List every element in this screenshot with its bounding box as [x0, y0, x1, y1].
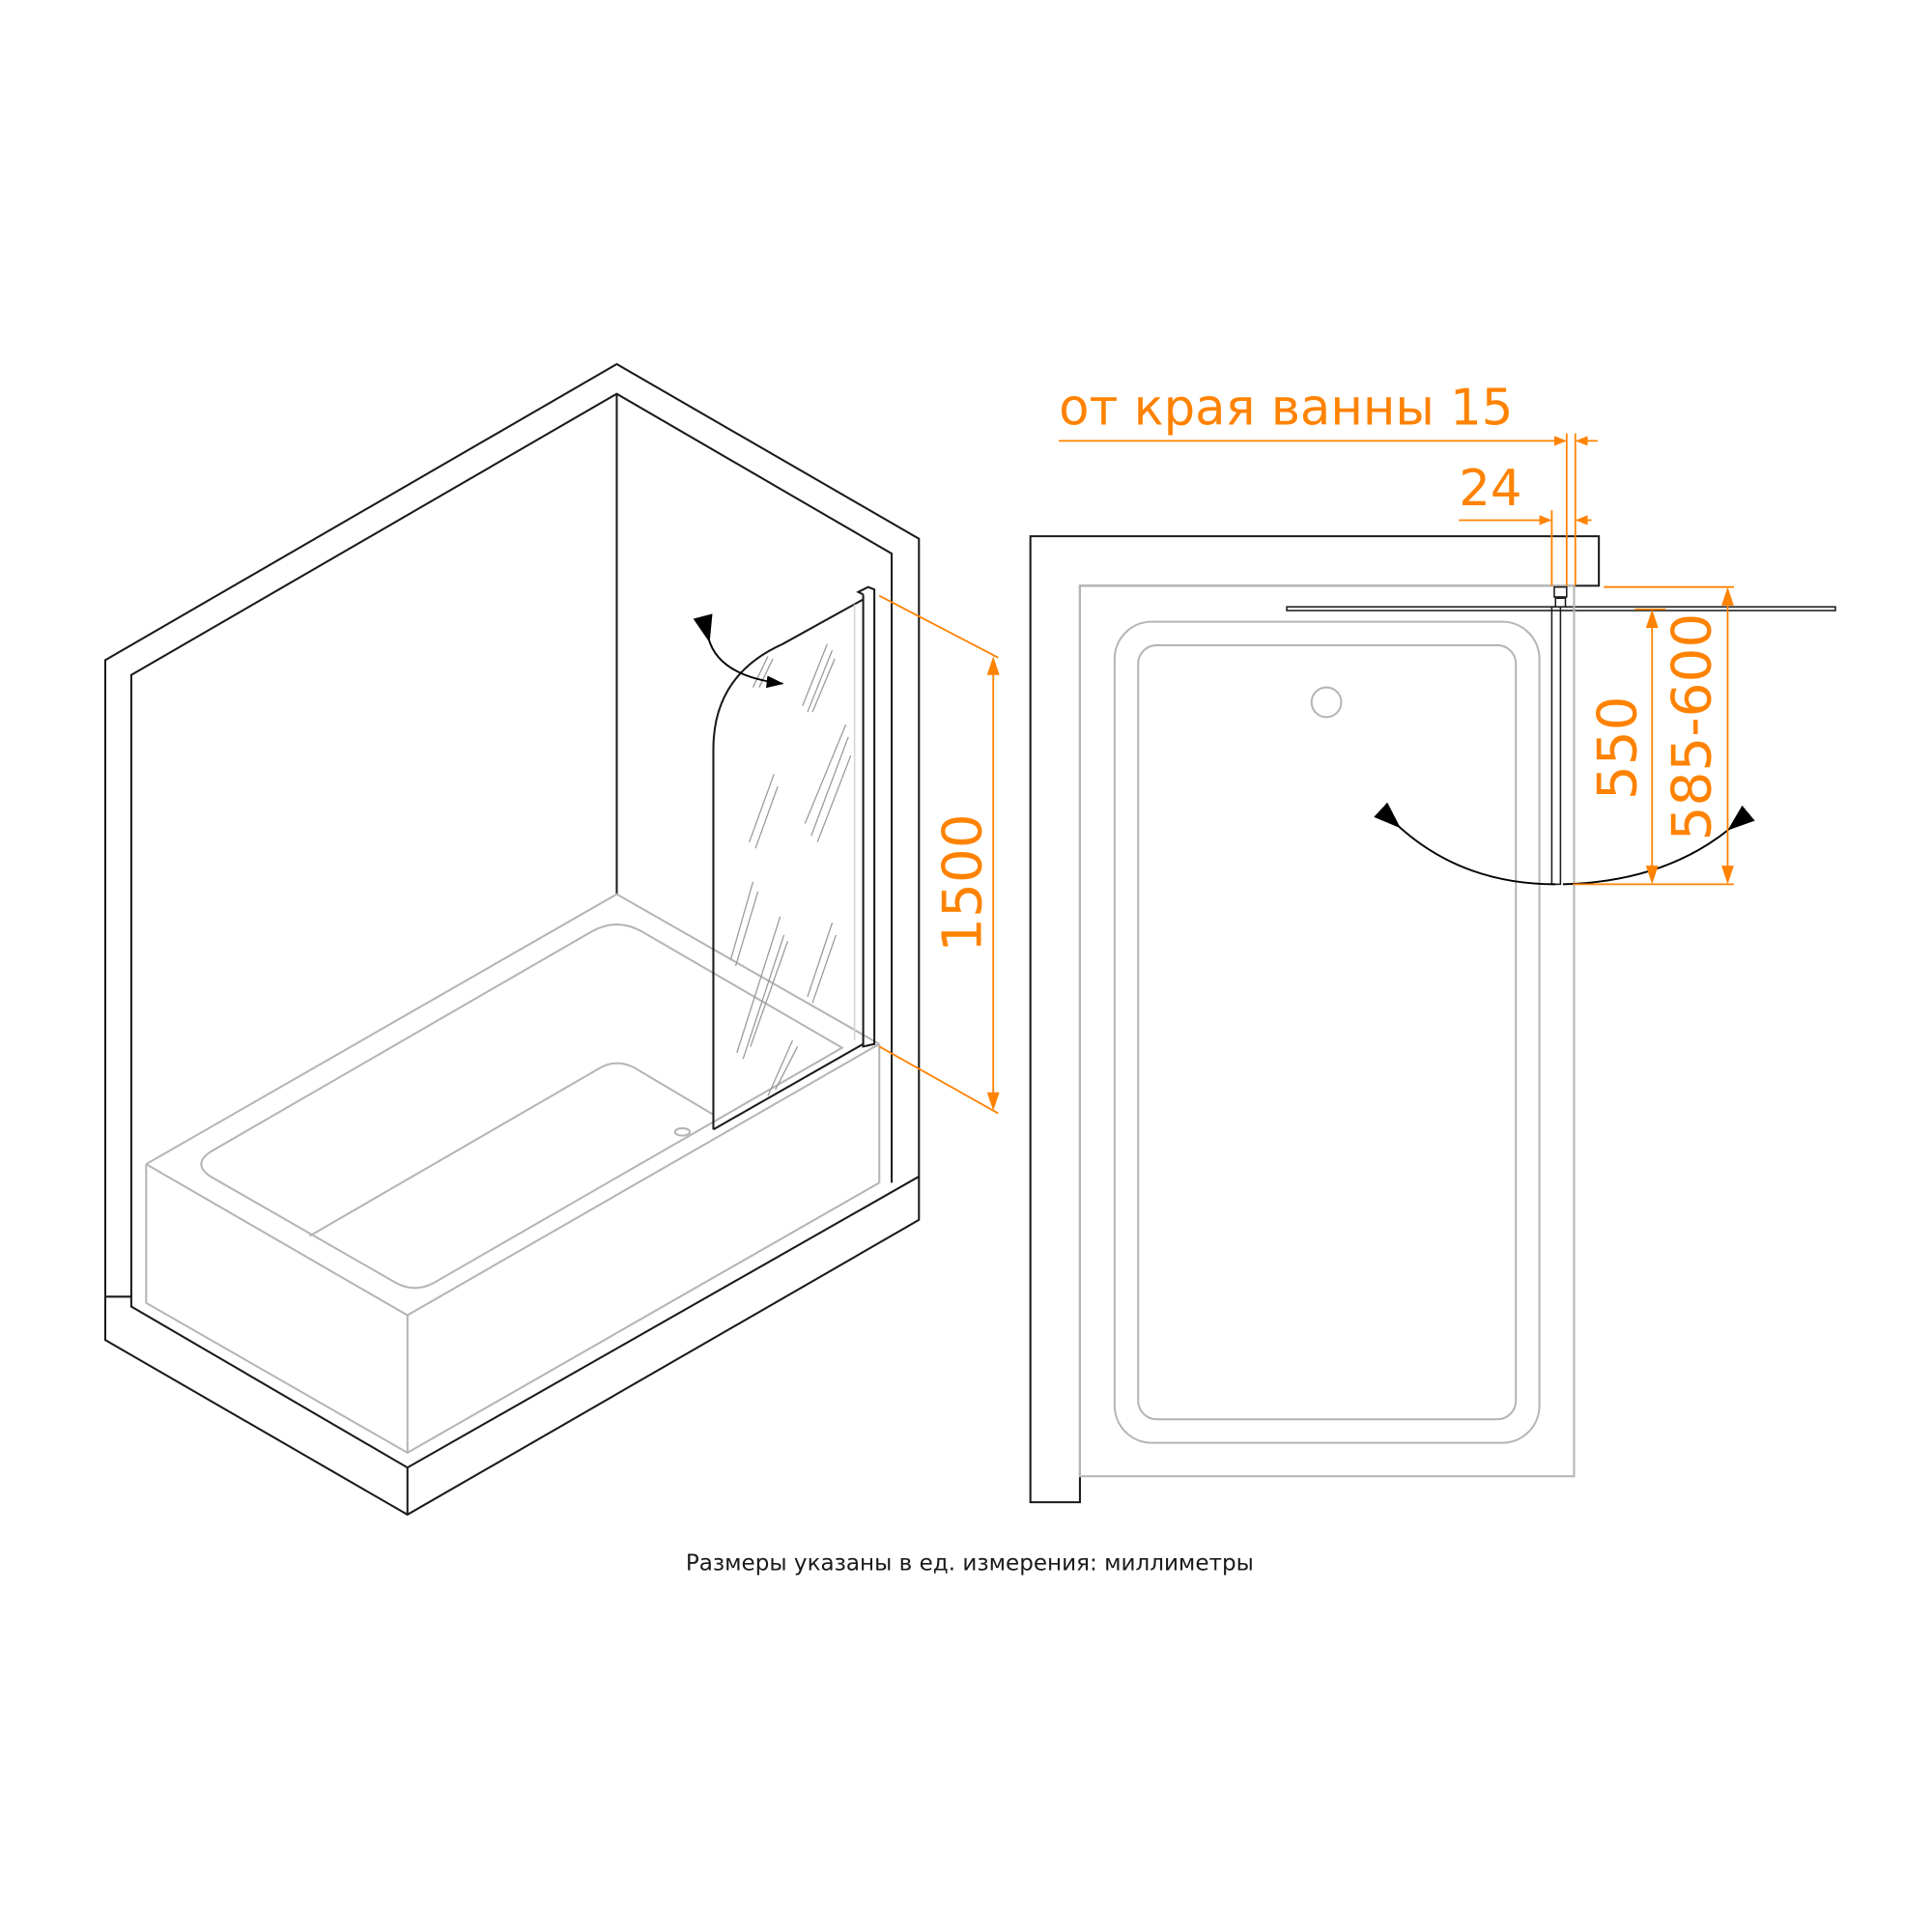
units-caption: Размеры указаны в ед. измерения: миллиме… — [686, 1551, 1254, 1577]
panel-closed-position — [1550, 606, 1562, 886]
width-dimension: 550 585-600 — [1573, 585, 1734, 886]
swing-arrow-left-icon — [1374, 802, 1556, 886]
range-label: 585-600 — [1662, 613, 1724, 841]
drain-icon — [1310, 686, 1343, 719]
tub-rim — [1113, 620, 1541, 1444]
swing-arrow-icon — [693, 613, 784, 689]
wall-inner — [129, 392, 894, 1297]
glass-panel — [712, 585, 876, 1131]
height-dimension: 1500 — [878, 594, 1000, 1115]
hinge — [1553, 585, 1568, 598]
tub-outline — [1078, 584, 1576, 1478]
isometric-view: 1500 — [103, 362, 1000, 1517]
tub-basin — [1137, 643, 1518, 1421]
offset-label: от края ванны 15 — [1059, 380, 1513, 438]
plan-view: от края ванны 15 24 550 585-600 — [1029, 380, 1836, 1504]
floor-edge — [104, 1176, 920, 1469]
width-label: 550 — [1587, 696, 1650, 801]
offset-dimension: от края ванны 15 — [1059, 380, 1598, 586]
room-outline — [103, 362, 921, 1517]
glass-pattern — [729, 643, 852, 1096]
profile-label: 24 — [1459, 460, 1521, 518]
wall-plan — [1029, 535, 1601, 1504]
bathtub — [145, 893, 881, 1455]
height-label: 1500 — [931, 813, 994, 952]
profile-dimension: 24 — [1459, 460, 1592, 586]
